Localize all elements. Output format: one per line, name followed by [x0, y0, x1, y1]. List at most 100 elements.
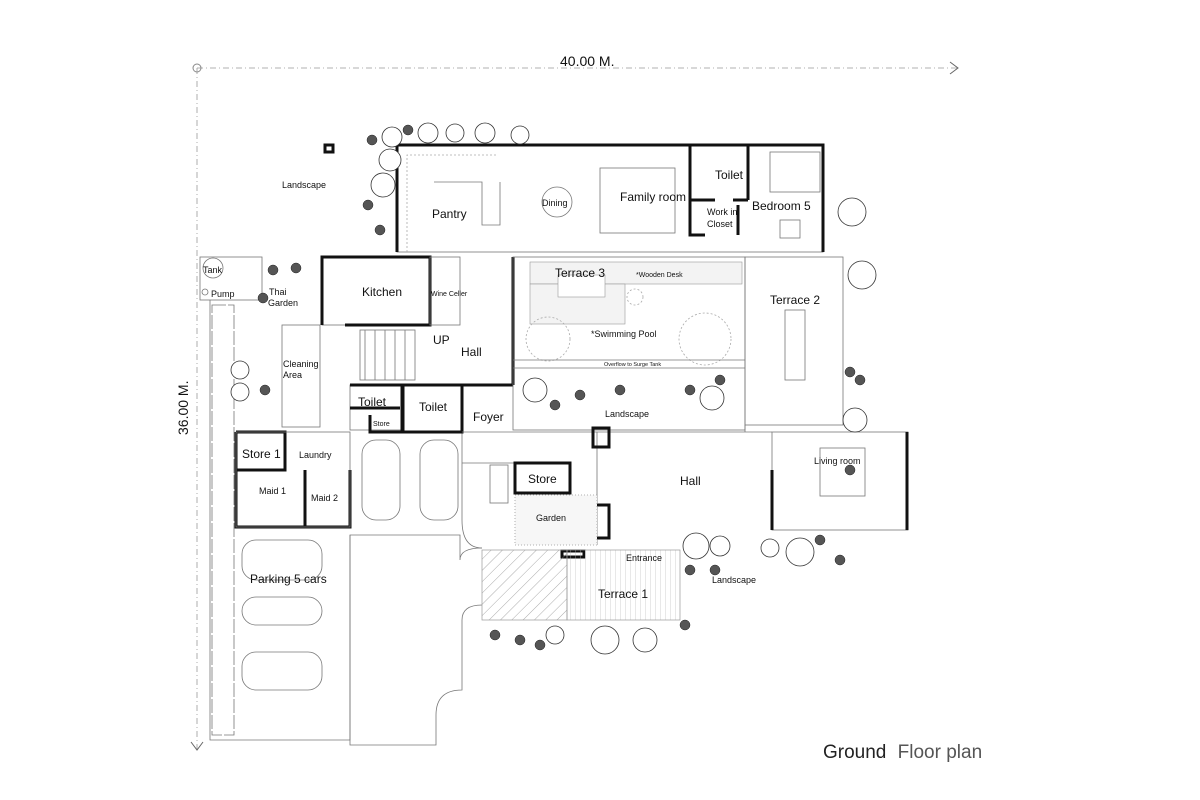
label-kitchen: Kitchen — [362, 285, 402, 299]
tree-icon — [847, 260, 877, 290]
tree-icon — [230, 382, 250, 402]
label-landscape-se: Landscape — [712, 575, 756, 585]
shrub-icon — [362, 199, 374, 211]
tree-icon — [785, 537, 815, 567]
label-terrace3: Terrace 3 — [555, 266, 605, 280]
label-maid2: Maid 2 — [311, 493, 338, 503]
width-label: 40.00 M. — [560, 53, 614, 69]
tree-icon — [842, 407, 868, 433]
shrub-icon — [684, 564, 696, 576]
tree-icon — [378, 148, 402, 172]
shrub-icon — [714, 374, 726, 386]
shrub-icon — [366, 134, 378, 146]
tree-icon — [699, 385, 725, 411]
shrub-icon — [844, 366, 856, 378]
terrace-table — [784, 309, 806, 381]
label-dining: Dining — [542, 198, 568, 208]
label-hall-upper: Hall — [461, 345, 482, 359]
tree-icon — [837, 197, 867, 227]
cars — [241, 439, 459, 691]
label-thai-2: Garden — [268, 298, 298, 308]
label-pump: Pump — [211, 289, 235, 299]
kitchen-block — [320, 255, 515, 387]
label-landscape-mid: Landscape — [605, 409, 649, 419]
tree-icon — [590, 625, 620, 655]
tree-icon — [474, 122, 496, 144]
site-outline — [199, 143, 483, 746]
label-store-small: Store — [373, 421, 390, 428]
dimension-depth: 36.00 M. — [175, 68, 204, 751]
shrub-icon — [374, 224, 386, 236]
tree-icon — [230, 360, 250, 380]
tree-icon — [522, 377, 548, 403]
shrub-icon — [259, 384, 271, 396]
shrub-icon — [709, 564, 721, 576]
depth-label: 36.00 M. — [175, 381, 191, 435]
service-block — [234, 324, 464, 529]
label-overflow: Overflow to Surge Tank — [604, 362, 661, 368]
paving-strip — [211, 304, 235, 736]
tree-icon — [682, 532, 710, 560]
label-entrance: Entrance — [626, 553, 662, 563]
upper-block — [395, 143, 825, 253]
vegetation — [230, 122, 877, 655]
car — [361, 439, 401, 521]
label-terrace1: Terrace 1 — [598, 587, 648, 601]
label-cleaning-1: Cleaning — [283, 359, 319, 369]
label-store1: Store 1 — [242, 447, 281, 461]
car — [241, 651, 323, 691]
label-parking: Parking 5 cars — [250, 572, 327, 586]
label-toilet-a: Toilet — [358, 395, 387, 409]
tree-icon — [545, 625, 565, 645]
label-garden: Garden — [536, 513, 566, 523]
car — [241, 539, 323, 581]
pool-area — [512, 256, 844, 431]
label-tank: Tank — [203, 265, 223, 275]
label-toilet: Toilet — [715, 168, 744, 182]
shrub-icon — [844, 464, 856, 476]
car — [241, 596, 323, 626]
tree-icon — [510, 125, 530, 145]
living-room-block — [770, 431, 909, 531]
label-up: UP — [433, 333, 450, 347]
shrub-icon — [290, 262, 302, 274]
tree-icon — [417, 122, 439, 144]
label-landscape: Landscape — [282, 180, 326, 190]
label-family-room: Family room — [620, 190, 686, 204]
shrub-icon — [814, 534, 826, 546]
dining-table — [541, 186, 573, 218]
label-pantry: Pantry — [432, 207, 467, 221]
pillar — [323, 143, 335, 154]
shrub-icon — [549, 399, 561, 411]
tree-icon — [370, 172, 396, 198]
hall-block — [462, 425, 772, 559]
label-closet-1: Work in — [707, 207, 737, 217]
label-closet-2: Closet — [707, 219, 733, 229]
label-wine-cellar: Wine Celler — [431, 291, 468, 298]
stair-lines — [364, 330, 406, 380]
tree-icon — [445, 123, 465, 143]
room-labels: Landscape Pantry Dining Family room Toil… — [203, 168, 861, 601]
label-toilet-b: Toilet — [419, 400, 448, 414]
shrub-icon — [514, 634, 526, 646]
label-cleaning-2: Area — [283, 370, 302, 380]
shrub-icon — [614, 384, 626, 396]
label-maid1: Maid 1 — [259, 486, 286, 496]
shrub-icon — [402, 124, 414, 136]
label-living-room: Living room — [814, 456, 861, 466]
shrub-icon — [854, 374, 866, 386]
shrub-icon — [684, 384, 696, 396]
car — [419, 439, 459, 521]
label-store: Store — [528, 472, 557, 486]
shrub-icon — [534, 639, 546, 651]
tree-icon — [632, 627, 658, 653]
label-hall-lower: Hall — [680, 474, 701, 488]
title-light: Floor plan — [898, 742, 983, 763]
shrub-icon — [257, 292, 269, 304]
tree-icon — [709, 535, 731, 557]
dimension-width: 40.00 M. — [192, 53, 959, 75]
label-terrace2: Terrace 2 — [770, 293, 820, 307]
tree-icon — [760, 538, 780, 558]
shrub-icon — [574, 389, 586, 401]
